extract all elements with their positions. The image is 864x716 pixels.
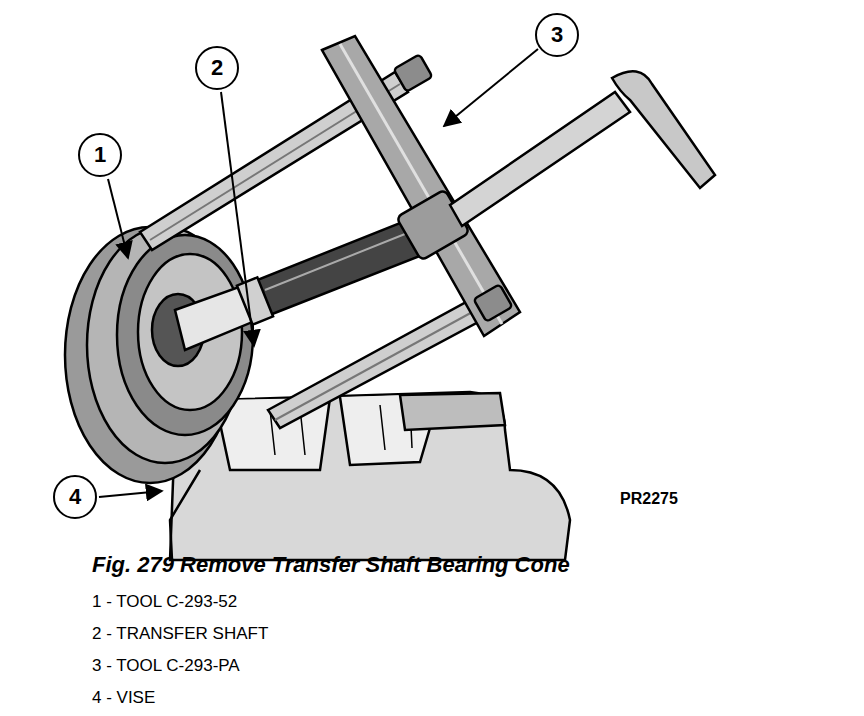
handle (450, 71, 715, 226)
callout-circle: 1 (78, 133, 122, 177)
figure-caption: Fig. 279 Remove Transfer Shaft Bearing C… (92, 552, 570, 578)
part-list-entry: 1 - TOOL C-293-52 (92, 593, 237, 612)
callout-circle: 2 (195, 46, 239, 90)
callout-circle: 3 (535, 13, 579, 57)
vise (170, 392, 570, 560)
part-list-entry: 2 - TRANSFER SHAFT (92, 625, 268, 644)
transfer-shaft (175, 215, 435, 350)
part-list-entry: 3 - TOOL C-293-PA (92, 657, 240, 676)
callout-number: 4 (69, 486, 81, 508)
leader-lines (99, 49, 538, 497)
callout-number: 2 (211, 57, 223, 79)
callout-number: 1 (94, 144, 106, 166)
puller-legs (140, 72, 482, 428)
bearing-cone (65, 227, 253, 483)
figure-code: PR2275 (620, 490, 678, 508)
callout-number: 3 (551, 24, 563, 46)
callout-circle: 4 (53, 475, 97, 519)
part-list-entry: 4 - VISE (92, 689, 155, 708)
